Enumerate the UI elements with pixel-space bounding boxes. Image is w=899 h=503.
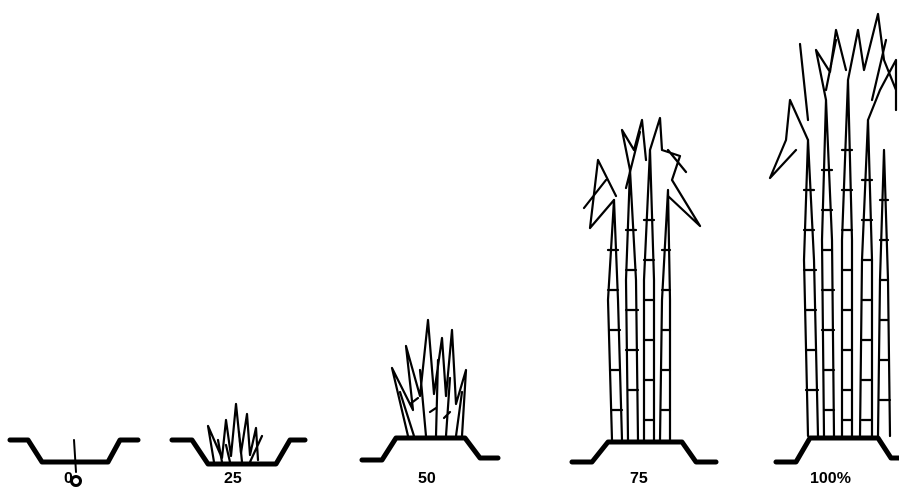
stage-25-shoots	[169, 402, 308, 467]
stage-75-cane	[569, 116, 719, 465]
stage-label-25: 25	[224, 470, 242, 487]
seed-sprout	[73, 439, 77, 473]
seed-sett-icon	[70, 475, 82, 487]
stage-label-75: 75	[630, 470, 648, 487]
stage-50-bush	[359, 318, 501, 463]
stage-label-50: 50	[418, 470, 436, 487]
stage-label-0: 0	[64, 470, 73, 487]
stage-100-cane	[768, 12, 899, 465]
stage-0-furrow	[7, 437, 141, 487]
stage-label-100: 100%	[810, 470, 851, 487]
